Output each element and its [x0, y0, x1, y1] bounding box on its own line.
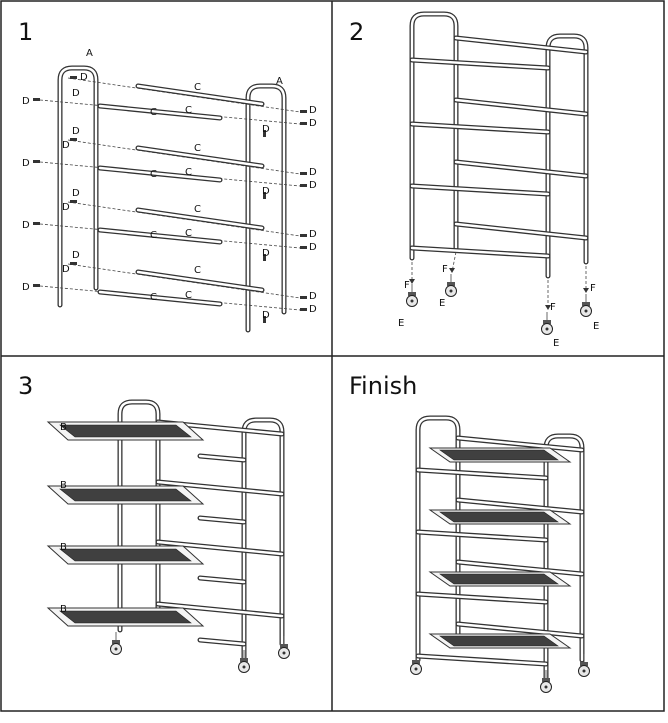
- label-screw-i1b: D: [72, 88, 80, 99]
- label-bolt-1: F: [404, 280, 410, 291]
- label-bolt-2: F: [442, 264, 448, 275]
- label-bolt-3: F: [550, 302, 556, 313]
- label-rod-3c: C: [185, 228, 192, 239]
- label-screw-i4a: D: [72, 250, 80, 261]
- label-rod-2a: C: [194, 143, 201, 154]
- left-frame: [57, 65, 99, 308]
- label-caster-1: E: [398, 318, 404, 329]
- panel-step-3: 3 B B B: [18, 372, 290, 673]
- label-rod-2c: C: [185, 167, 192, 178]
- label-rod-1b: C: [150, 107, 157, 118]
- label-screw-r2b: D: [309, 180, 317, 191]
- labels-step-3: B B B B: [60, 422, 67, 615]
- label-screw-m3: D: [262, 248, 270, 259]
- label-screw-i4b: D: [62, 264, 70, 275]
- panel-finish: Finish: [349, 372, 590, 693]
- label-frame-right: A: [276, 76, 283, 87]
- frame-rods-2: [409, 35, 589, 259]
- labels-step-2: F F F F E E E E: [398, 264, 599, 349]
- panel-step-1: 1: [18, 18, 317, 333]
- label-rod-4b: C: [150, 292, 157, 303]
- step-number-2: 2: [349, 18, 364, 46]
- panel-step-2: 2: [349, 11, 599, 349]
- label-bolt-4: F: [590, 283, 596, 294]
- casters-2: [406, 251, 592, 335]
- label-screw-r4b: D: [309, 304, 317, 315]
- label-shelf-2: B: [60, 480, 67, 491]
- labels-step-1: A A C C C C C C C C C C C C D D D D D D …: [22, 48, 317, 321]
- label-rod-3a: C: [194, 204, 201, 215]
- label-screw-m2: D: [262, 186, 270, 197]
- label-screw-l3: D: [22, 220, 30, 231]
- label-screw-r2a: D: [309, 167, 317, 178]
- label-caster-4: E: [593, 321, 599, 332]
- step-number-finish: Finish: [349, 372, 417, 400]
- label-screw-r3a: D: [309, 229, 317, 240]
- frame-rods-finish: [415, 435, 585, 667]
- label-screw-m4: D: [262, 310, 270, 321]
- shelf-finish-1: [429, 447, 571, 463]
- shelf-finish-2: [429, 509, 571, 525]
- shelf-3-3: [47, 545, 204, 565]
- shelf-finish-4: [429, 633, 571, 649]
- rods: [39, 77, 301, 311]
- label-screw-l4: D: [22, 282, 30, 293]
- shelf-finish-3: [429, 571, 571, 587]
- label-screw-r3b: D: [309, 242, 317, 253]
- shelf-3-4: [47, 607, 204, 627]
- screws: [33, 76, 307, 323]
- step-number-1: 1: [18, 18, 33, 46]
- label-caster-3: E: [553, 338, 559, 349]
- label-rod-4a: C: [194, 265, 201, 276]
- shelves-3: [47, 421, 204, 627]
- label-screw-r1b: D: [309, 118, 317, 129]
- shelf-3-2: [47, 485, 204, 505]
- label-rod-1c: C: [185, 105, 192, 116]
- label-screw-i2a: D: [72, 126, 80, 137]
- label-frame-left: A: [86, 48, 93, 59]
- label-screw-r4a: D: [309, 291, 317, 302]
- label-screw-i3a: D: [72, 188, 80, 199]
- label-caster-2: E: [439, 298, 445, 309]
- label-rod-1a: C: [194, 82, 201, 93]
- label-screw-r1a: D: [309, 105, 317, 116]
- label-screw-i1a: D: [80, 72, 88, 83]
- label-screw-l1: D: [22, 96, 30, 107]
- label-shelf-1: B: [60, 422, 67, 433]
- label-shelf-4: B: [60, 604, 67, 615]
- right-frame: [245, 83, 287, 333]
- label-screw-l2: D: [22, 158, 30, 169]
- step-number-3: 3: [18, 372, 33, 400]
- shelves-finish: [429, 447, 571, 649]
- label-rod-3b: C: [150, 230, 157, 241]
- label-screw-i2b: D: [62, 140, 70, 151]
- label-screw-i3b: D: [62, 202, 70, 213]
- label-screw-m1: D: [262, 124, 270, 135]
- shelf-3-1: [47, 421, 204, 441]
- label-shelf-3: B: [60, 542, 67, 553]
- label-rod-2b: C: [150, 169, 157, 180]
- label-rod-4c: C: [185, 290, 192, 301]
